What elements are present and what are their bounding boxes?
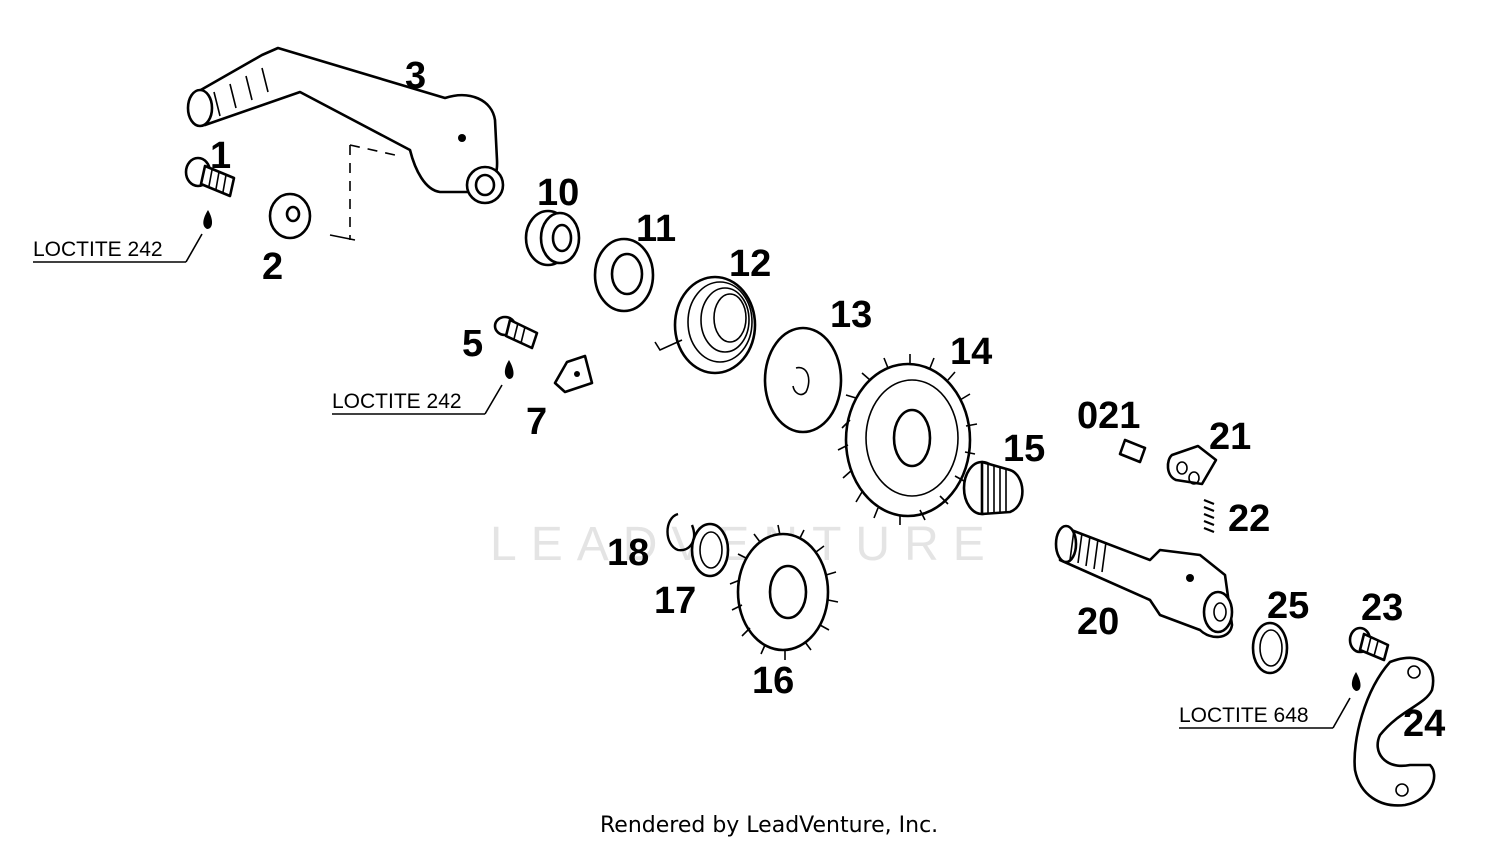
part-7-bracket[interactable]: [553, 354, 594, 394]
svg-text:LOCTITE 242: LOCTITE 242: [332, 390, 462, 413]
label-17: 17: [654, 580, 696, 622]
label-15: 15: [1003, 428, 1045, 470]
label-12: 12: [729, 243, 771, 285]
label-20: 20: [1077, 601, 1119, 643]
label-2: 2: [262, 246, 283, 288]
part-15-needle-bearing[interactable]: [962, 460, 1024, 516]
label-14: 14: [950, 331, 992, 373]
part-24-guide-plate[interactable]: [1353, 656, 1436, 807]
svg-text:LOCTITE 648: LOCTITE 648: [1179, 704, 1309, 727]
label-3: 3: [405, 55, 426, 97]
part-16-small-gear[interactable]: [729, 524, 839, 660]
label-21: 21: [1209, 416, 1251, 458]
loctite-drop-icon: [1351, 672, 1361, 691]
part-12-spring[interactable]: [654, 275, 757, 375]
loctite-drop-icon: [504, 360, 514, 379]
part-20-kick-shaft[interactable]: [1054, 524, 1234, 639]
part-23-screw[interactable]: [1348, 626, 1390, 691]
footer-credit: Rendered by LeadVenture, Inc.: [600, 813, 938, 838]
label-24: 24: [1403, 703, 1445, 745]
loctite-note-1: LOCTITE 242: [33, 233, 203, 263]
label-18: 18: [607, 532, 649, 574]
watermark: LEADVENTURE: [490, 518, 999, 571]
part-11-seal[interactable]: [593, 237, 655, 313]
label-1: 1: [210, 135, 231, 177]
label-22: 22: [1228, 498, 1270, 540]
part-14-large-gear[interactable]: [837, 354, 978, 525]
part-10-bushing[interactable]: [524, 209, 581, 267]
part-25-shim[interactable]: [1251, 621, 1289, 675]
svg-text:LOCTITE 242: LOCTITE 242: [33, 238, 163, 261]
part-21-pawl[interactable]: [1166, 444, 1218, 486]
part-3-kick-lever[interactable]: [186, 46, 505, 241]
part-2-washer[interactable]: [268, 192, 312, 240]
part-1-bolt[interactable]: [184, 156, 236, 229]
loctite-note-2: LOCTITE 242: [332, 384, 503, 415]
label-13: 13: [830, 294, 872, 336]
label-23: 23: [1361, 587, 1403, 629]
label-10: 10: [537, 172, 579, 214]
part-13-disc[interactable]: [763, 326, 843, 434]
label-16: 16: [752, 660, 794, 702]
label-11: 11: [636, 208, 676, 250]
loctite-note-3: LOCTITE 648: [1179, 697, 1351, 729]
part-021-pin[interactable]: [1118, 438, 1147, 464]
label-25: 25: [1267, 585, 1309, 627]
label-021: 021: [1077, 395, 1140, 437]
part-5-bolt[interactable]: [493, 315, 539, 379]
loctite-drop-icon: [203, 210, 213, 229]
part-17-shim[interactable]: [690, 522, 730, 578]
label-5: 5: [462, 323, 483, 365]
label-7: 7: [526, 401, 547, 443]
part-22-spring[interactable]: [1203, 498, 1215, 534]
